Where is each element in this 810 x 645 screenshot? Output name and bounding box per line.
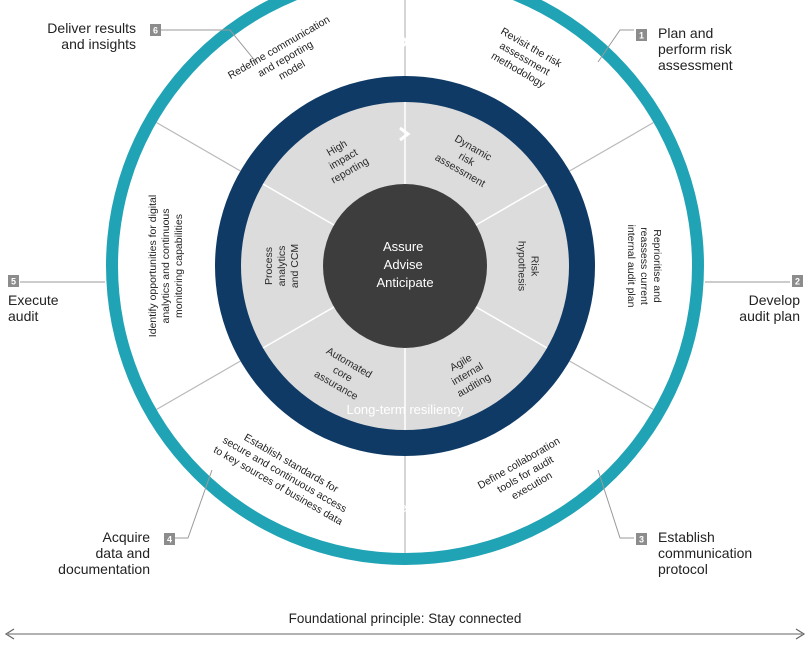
outer-divider bbox=[569, 360, 654, 411]
outer-divider bbox=[569, 121, 654, 172]
step-number: 1 bbox=[639, 31, 644, 41]
step-label-line: data and bbox=[96, 545, 151, 561]
outer-dividers bbox=[156, 0, 654, 553]
step-badge bbox=[636, 29, 647, 41]
step-label-line: Develop bbox=[749, 292, 801, 308]
step-label-line: Execute bbox=[8, 292, 59, 308]
inner-segment-label: Processanalyticsand CCM bbox=[263, 244, 301, 288]
step-connector bbox=[160, 29, 257, 63]
immediate-response-label: Immediate response bbox=[346, 500, 464, 515]
long-term-resiliency-label: Long-term resiliency bbox=[346, 402, 464, 417]
outer-segment-label-line: Identify opportunities for digital bbox=[147, 195, 159, 337]
center-circle bbox=[323, 184, 487, 348]
step-connector bbox=[597, 469, 634, 539]
outer-segment-label: Identify opportunities for digitalanalyt… bbox=[147, 195, 185, 337]
outer-divider bbox=[156, 360, 241, 411]
foundational-principle-label: Foundational principle: Stay connected bbox=[289, 611, 522, 626]
inner-segment-label-line: and CCM bbox=[289, 244, 301, 288]
center-line: Advise bbox=[384, 257, 423, 272]
step-connector bbox=[174, 469, 213, 539]
step-number: 6 bbox=[153, 26, 158, 36]
inner-segment-label-line: Process bbox=[263, 247, 275, 285]
step-badge bbox=[636, 533, 647, 545]
inner-divider bbox=[475, 306, 548, 349]
step-label-line: protocol bbox=[658, 561, 708, 577]
outer-segment-label-line: monitoring capabilities bbox=[173, 214, 185, 318]
arrow-left-icon bbox=[4, 628, 15, 640]
step-badge bbox=[792, 275, 803, 287]
step-label-line: audit plan bbox=[739, 308, 800, 324]
center-line: Anticipate bbox=[376, 275, 433, 290]
outer-segment-label-line: Reprioritise and bbox=[651, 229, 663, 303]
step-badge bbox=[164, 533, 175, 545]
inner-divider bbox=[262, 183, 335, 226]
step-number: 3 bbox=[639, 535, 644, 545]
inner-dividers bbox=[262, 102, 548, 430]
step-label-line: documentation bbox=[58, 561, 150, 577]
step-label-line: Deliver results bbox=[47, 20, 136, 36]
step-connector bbox=[597, 29, 634, 63]
inner-ring-chevron-icon bbox=[399, 126, 411, 142]
step-label-line: perform risk bbox=[658, 41, 733, 57]
step-label-line: assessment bbox=[658, 57, 733, 73]
step-number: 4 bbox=[167, 535, 172, 545]
outer-divider bbox=[156, 121, 241, 172]
step-number: 5 bbox=[11, 277, 16, 287]
step-label-line: audit bbox=[8, 308, 38, 324]
step-badge bbox=[150, 24, 161, 36]
outer-segment-label-line: analytics and continuous bbox=[160, 209, 172, 324]
step-label-line: and insights bbox=[61, 36, 136, 52]
outer-segment-label-line: internal audit plan bbox=[625, 225, 637, 308]
outer-segment-label-line: reassess current bbox=[638, 227, 650, 305]
inner-segment-label-line: analytics bbox=[276, 246, 288, 287]
inner-segment-label-line: hypothesis bbox=[516, 241, 528, 291]
inner-divider bbox=[475, 183, 548, 226]
outer-ring-chevron-icon bbox=[399, 34, 411, 50]
center-line: Assure bbox=[383, 239, 423, 254]
step-badge bbox=[8, 275, 19, 287]
step-label-line: Establish bbox=[658, 529, 715, 545]
step-label-line: Plan and bbox=[658, 25, 713, 41]
inner-segment-label: Riskhypothesis bbox=[516, 241, 541, 291]
outer-segment-label: Reprioritise andreassess currentinternal… bbox=[625, 225, 663, 308]
step-label-line: Acquire bbox=[103, 529, 151, 545]
center-label: Assure Advise Anticipate bbox=[376, 239, 433, 290]
inner-segment-label-line: Risk bbox=[529, 256, 541, 277]
arrow-right-icon bbox=[795, 628, 806, 640]
inner-divider bbox=[262, 306, 335, 349]
step-label-line: communication bbox=[658, 545, 752, 561]
step-number: 2 bbox=[795, 277, 800, 287]
